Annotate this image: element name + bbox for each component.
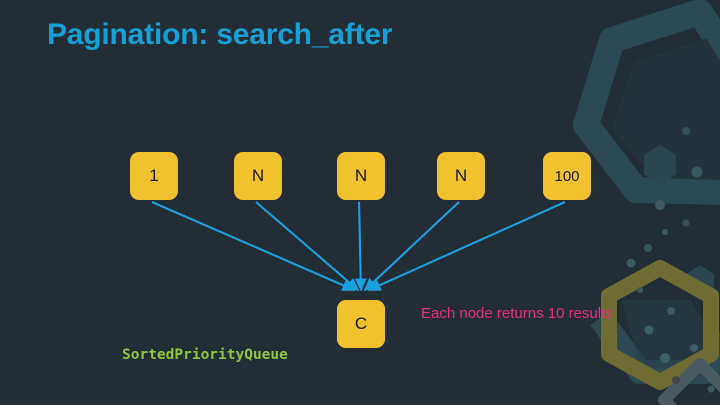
- shard-node-2[interactable]: N: [234, 152, 282, 200]
- shard-node-4[interactable]: N: [437, 152, 485, 200]
- coordinator-node[interactable]: C: [337, 300, 385, 348]
- edge-node5-to-c: [367, 201, 566, 291]
- shard-node-5[interactable]: 100: [543, 152, 591, 200]
- shard-node-label: 100: [554, 167, 580, 185]
- shard-node-3[interactable]: N: [337, 152, 385, 200]
- edge-node3-to-c: [354, 201, 367, 292]
- edge-node1-to-c: [151, 201, 356, 291]
- edge-node2-to-c: [255, 201, 360, 292]
- page-title: Pagination: search_after: [47, 18, 393, 51]
- shard-node-1[interactable]: 1: [130, 152, 178, 200]
- edge-node4-to-c: [363, 201, 460, 292]
- results-annotation: Each node returns 10 results: [421, 305, 613, 322]
- shard-node-label: 1: [149, 166, 159, 185]
- shard-node-label: N: [251, 166, 265, 185]
- queue-annotation-line-1: SortedPriorityQueue: [122, 347, 288, 363]
- coordinator-node-label: C: [354, 314, 368, 333]
- shard-node-label: N: [454, 166, 468, 185]
- shard-node-label: N: [354, 166, 368, 185]
- sorted-priority-queue-annotation: SortedPriorityQueue size = 1000: [122, 303, 288, 405]
